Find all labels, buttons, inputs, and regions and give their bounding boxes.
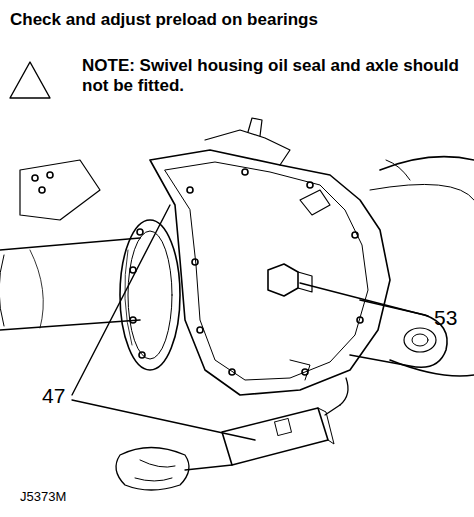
- note-text: NOTE: Swivel housing oil seal and axle s…: [82, 56, 462, 95]
- hub-assembly: [370, 157, 474, 376]
- page-title: Check and adjust preload on bearings: [10, 10, 318, 30]
- swivel-pin-bolt: [268, 264, 312, 296]
- swivel-housing: [150, 118, 390, 395]
- spring-balance: [185, 378, 348, 470]
- leader-line: [72, 205, 428, 440]
- callout-number: 53: [434, 306, 457, 330]
- warning-triangle: [10, 62, 50, 98]
- hand: [116, 448, 189, 491]
- callout-number: 47: [42, 384, 65, 408]
- figure-code: J5373M: [20, 490, 66, 505]
- steering-arm: [350, 300, 447, 367]
